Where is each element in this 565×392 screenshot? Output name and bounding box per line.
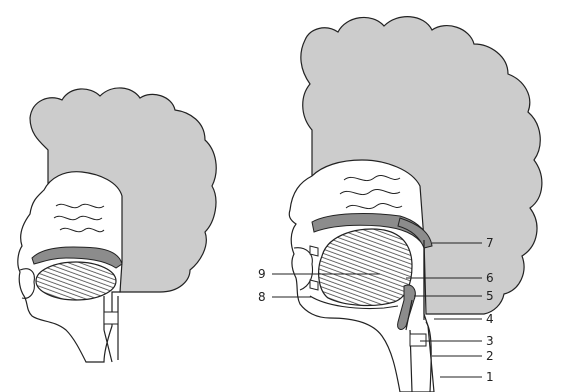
label-4: 4 <box>486 312 494 326</box>
label-6: 6 <box>486 271 494 285</box>
label-2: 2 <box>486 349 494 363</box>
label-9: 9 <box>258 267 266 281</box>
large-head-figure <box>289 17 542 392</box>
label-1: 1 <box>486 370 494 384</box>
small-larynx <box>104 312 118 324</box>
small-tongue <box>36 262 116 300</box>
large-tongue <box>319 229 412 305</box>
label-8: 8 <box>258 290 266 304</box>
large-larynx <box>410 334 426 346</box>
label-3: 3 <box>486 334 494 348</box>
label-5: 5 <box>486 289 494 303</box>
small-head-figure <box>18 88 216 362</box>
label-7: 7 <box>486 236 494 250</box>
